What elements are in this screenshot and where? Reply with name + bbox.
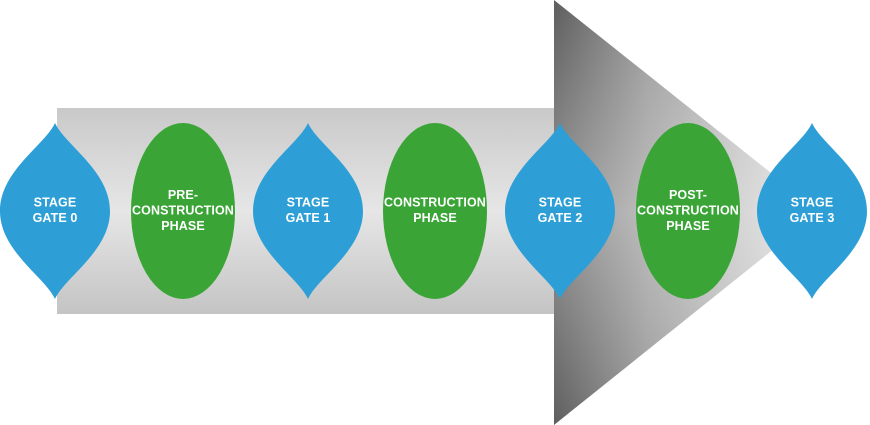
node-label-line: GATE 1 xyxy=(286,211,331,225)
stage-gate-shape xyxy=(505,123,615,299)
node-label-line: PHASE xyxy=(161,219,205,233)
node-label-line: STAGE xyxy=(539,196,582,210)
node-label-line: PRE- xyxy=(168,188,198,202)
node-label-line: STAGE xyxy=(287,196,330,210)
phase-node: PRE-CONSTRUCTION PHASE xyxy=(131,123,235,299)
stage-gate-shape xyxy=(253,123,363,299)
node-label-line: GATE 2 xyxy=(538,211,583,225)
stage-gate-shape xyxy=(757,123,867,299)
phase-node: POST-CONSTRUCTION PHASE xyxy=(636,123,740,299)
node-label-line: PHASE xyxy=(666,219,710,233)
stage-gate-shape xyxy=(0,123,110,299)
phase-shape xyxy=(636,123,740,299)
node-label-line: GATE 3 xyxy=(790,211,835,225)
phase-shape xyxy=(383,123,487,299)
phase-shape xyxy=(131,123,235,299)
node-label-line: CONSTRUCTION xyxy=(132,203,234,217)
node-label-line: PHASE xyxy=(413,211,457,225)
node-label-line: CONSTRUCTION xyxy=(384,196,486,210)
node-label-line: STAGE xyxy=(791,196,834,210)
node-label-line: CONSTRUCTION xyxy=(637,203,739,217)
node-label-line: STAGE xyxy=(34,196,77,210)
node-label-line: GATE 0 xyxy=(33,211,78,225)
node-label-line: POST- xyxy=(669,188,707,202)
